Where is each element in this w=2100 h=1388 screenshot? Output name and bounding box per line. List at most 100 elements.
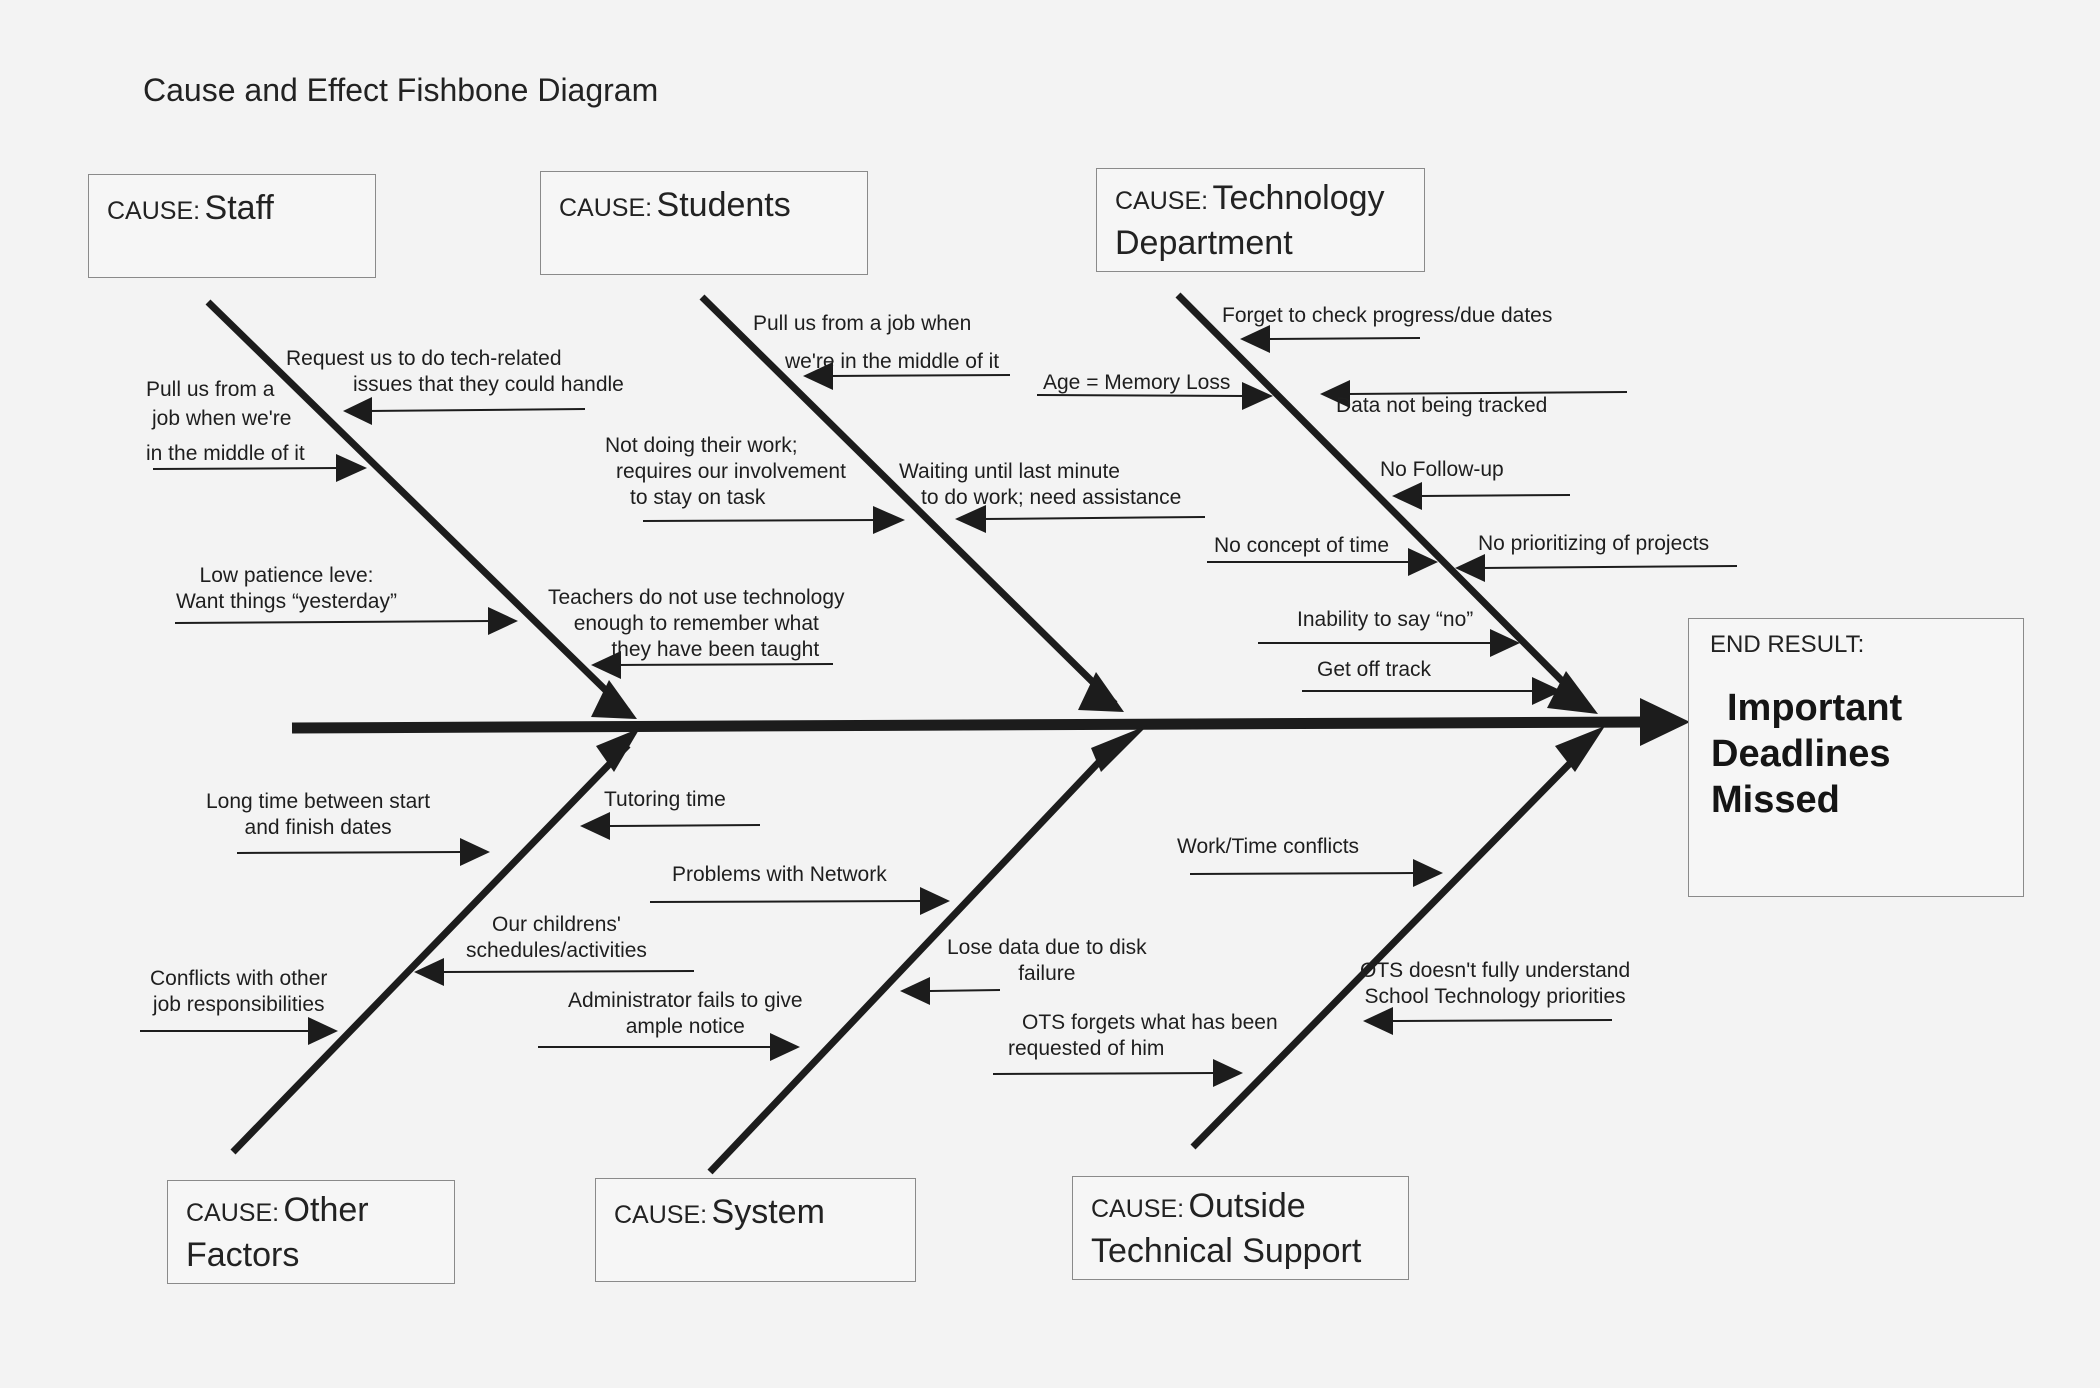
- label-line: Lose data due to disk: [947, 936, 1147, 959]
- end-result-line: Missed: [1711, 779, 1840, 821]
- sub-arrow-students-notdoing-head: [873, 506, 905, 534]
- end-result-text: Important Deadlines Missed: [1711, 685, 1902, 823]
- label-other-children: Our childrens' schedules/activities: [466, 912, 647, 964]
- label-line: schedules/activities: [466, 939, 647, 962]
- sub-arrow-outside-forgets: [992, 1072, 1216, 1075]
- cause-name: Students: [656, 186, 791, 224]
- label-line: we're in the middle of it: [785, 350, 1000, 373]
- cause-keyword: CAUSE:: [186, 1199, 280, 1227]
- bone-technology: [1175, 292, 1586, 705]
- bone-students-arrowhead: [1078, 672, 1124, 712]
- sub-arrow-outside-ots-head: [1363, 1007, 1393, 1035]
- label-tech-inability: Inability to say “no”: [1297, 608, 1474, 631]
- sub-arrow-tech-forget: [1267, 337, 1421, 340]
- label-students-pull: Pull us from a job when we're in the mid…: [753, 305, 999, 381]
- sub-arrow-tech-offtrack-head: [1532, 677, 1562, 705]
- sub-arrow-students-teachers-head: [591, 651, 621, 679]
- label-line: job when we're: [152, 407, 292, 430]
- sub-arrow-other-conflicts-head: [308, 1017, 338, 1045]
- bone-outside: [1190, 743, 1590, 1150]
- label-line: Waiting until last minute: [899, 460, 1120, 483]
- label-line: in the middle of it: [146, 442, 305, 465]
- sub-arrow-other-children-head: [414, 958, 444, 986]
- label-line: Long time between start: [206, 790, 431, 813]
- cause-name: System: [711, 1193, 825, 1231]
- label-line: Administrator fails to give: [568, 989, 803, 1012]
- bone-other-arrowhead: [596, 728, 640, 772]
- label-line: they have been taught: [611, 638, 820, 661]
- label-line: OTS forgets what has been: [1022, 1011, 1278, 1034]
- sub-arrow-system-disk-head: [900, 977, 930, 1005]
- label-outside-ots: OTS doesn't fully understand School Tech…: [1360, 958, 1630, 1010]
- label-line: failure: [1018, 962, 1076, 985]
- sub-arrow-students-notdoing: [642, 519, 879, 522]
- bone-system-arrowhead: [1091, 725, 1148, 772]
- label-line: requested of him: [1008, 1037, 1165, 1060]
- label-line: ample notice: [625, 1015, 745, 1038]
- sub-arrow-tech-data-head: [1320, 380, 1350, 408]
- label-system-network: Problems with Network: [672, 863, 887, 886]
- label-staff-pull: Pull us from a job when we're in the mid…: [146, 375, 305, 468]
- sub-arrow-tech-age-head: [1242, 382, 1273, 410]
- sub-arrow-system-tutoring-head: [580, 812, 610, 840]
- end-result-box: END RESULT: Important Deadlines Missed: [1688, 618, 2024, 897]
- cause-keyword: CAUSE:: [1091, 1195, 1185, 1223]
- cause-line-1: CAUSE: Outside: [1091, 1187, 1390, 1232]
- sub-arrow-tech-followup: [1419, 494, 1571, 497]
- sub-arrow-staff-pull-head: [336, 454, 367, 482]
- bone-system: [707, 740, 1120, 1175]
- sub-arrow-staff-patience-head: [488, 607, 518, 635]
- cause-line-1: CAUSE: Technology: [1115, 179, 1406, 224]
- label-line: job responsibilities: [152, 993, 325, 1016]
- label-line: Pull us from a: [146, 378, 275, 401]
- label-line: Teachers do not use technology: [548, 586, 845, 609]
- sub-arrow-tech-data: [1347, 391, 1628, 395]
- label-line: to stay on task: [630, 486, 766, 509]
- label-line: requires our involvement: [616, 460, 846, 483]
- label-line: Not doing their work;: [605, 434, 798, 457]
- bone-students: [699, 294, 1118, 707]
- label-line: issues that they could handle: [353, 373, 624, 396]
- sub-arrow-tech-followup-head: [1392, 482, 1422, 510]
- label-system-tutoring: Tutoring time: [604, 788, 726, 811]
- sub-arrow-outside-worktime-head: [1413, 859, 1443, 887]
- sub-arrow-system-tutoring: [609, 824, 761, 827]
- label-line: Conflicts with other: [150, 967, 328, 990]
- cause-keyword: CAUSE:: [107, 197, 201, 225]
- sub-arrow-outside-ots: [1391, 1019, 1613, 1022]
- bone-other: [230, 742, 631, 1155]
- spine-arrowhead: [1640, 698, 1690, 746]
- cause-box-system: CAUSE: System: [595, 1178, 916, 1282]
- spine-line: [291, 716, 1651, 734]
- label-outside-forgets: OTS forgets what has been requested of h…: [1008, 1010, 1278, 1062]
- label-line: School Technology priorities: [1364, 985, 1626, 1008]
- bone-staff: [205, 299, 631, 715]
- cause-name-line-2: Factors: [186, 1236, 300, 1274]
- label-line: to do work; need assistance: [921, 486, 1182, 509]
- label-staff-request: Request us to do tech-related issues tha…: [286, 346, 624, 398]
- label-line: Pull us from a job when: [753, 312, 972, 335]
- label-line: Request us to do tech-related: [286, 347, 562, 370]
- sub-arrow-outside-forgets-head: [1213, 1059, 1243, 1087]
- sub-arrow-students-waiting: [982, 516, 1206, 520]
- cause-keyword: CAUSE:: [1115, 187, 1209, 215]
- label-system-disk: Lose data due to disk failure: [947, 935, 1147, 987]
- sub-arrow-students-pull-head: [803, 362, 833, 390]
- sub-arrow-system-network: [649, 900, 924, 903]
- label-tech-data: Data not being tracked: [1336, 394, 1548, 417]
- cause-name: Staff: [204, 189, 274, 227]
- label-line: enough to remember what: [573, 612, 819, 635]
- label-students-teachers: Teachers do not use technology enough to…: [548, 585, 845, 663]
- bone-technology-arrowhead: [1547, 671, 1598, 714]
- cause-name: Technology: [1212, 179, 1385, 217]
- label-tech-age: Age = Memory Loss: [1043, 371, 1231, 394]
- label-staff-patience: Low patience leve: Want things “yesterda…: [176, 563, 397, 615]
- sub-arrow-staff-patience: [174, 620, 493, 624]
- cause-name: Other: [283, 1191, 369, 1229]
- label-students-notdoing: Not doing their work; requires our invol…: [605, 433, 846, 511]
- sub-arrow-staff-request: [367, 408, 586, 412]
- cause-name-line-2: Technical Support: [1091, 1232, 1362, 1270]
- sub-arrow-tech-age: [1036, 394, 1246, 397]
